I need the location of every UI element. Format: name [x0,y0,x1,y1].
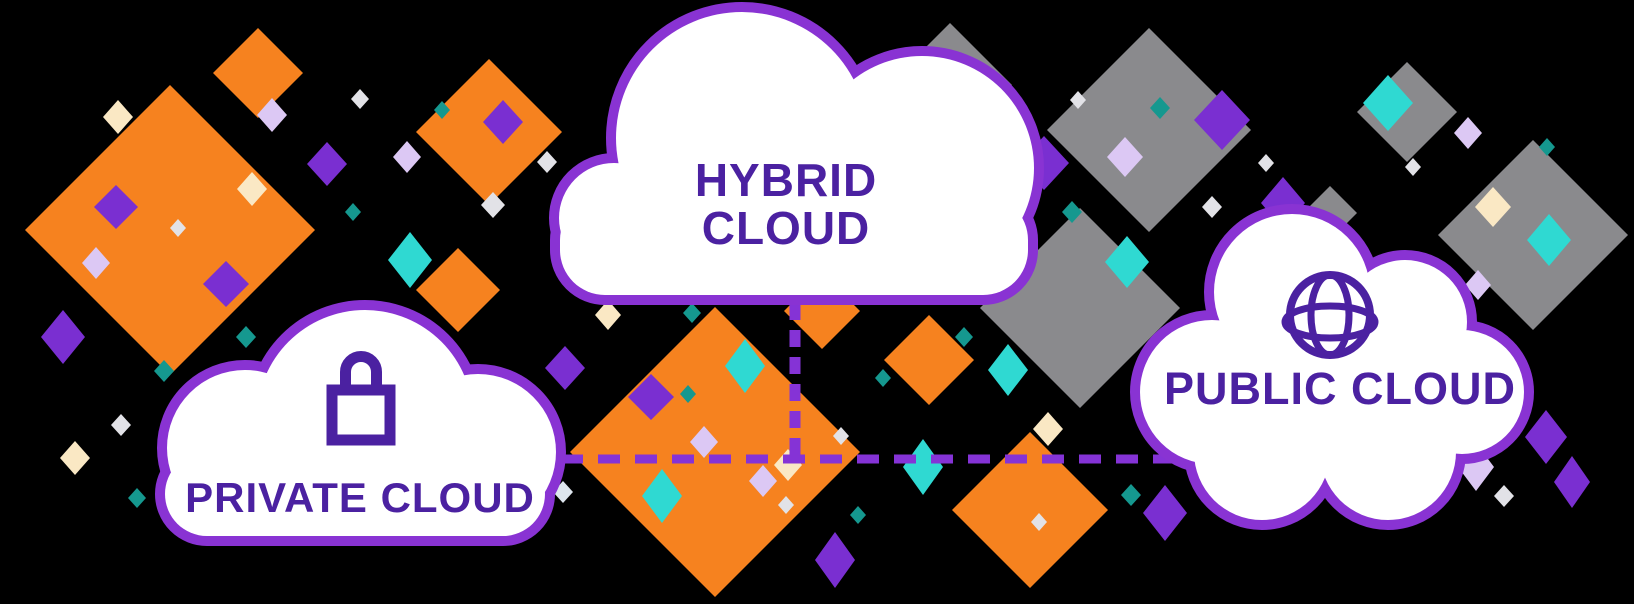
diamond-cream [595,300,621,330]
diamond-gray [1047,28,1251,232]
diamond-cream [237,172,267,206]
diamond-orange [570,307,860,597]
diamond-teal [955,327,973,347]
diamond-purple [1525,410,1567,464]
diamond-purple [94,185,138,229]
diamond-lavender [1454,117,1482,149]
diamond-turquoise [1527,214,1571,266]
diamond-purple [41,310,85,364]
diamond-teal [850,506,866,524]
diamond-cream [1033,412,1063,446]
private-cloud-label: PRIVATE CLOUD [185,474,535,521]
diamond-purple [483,100,523,144]
diamond-lightgray [170,219,186,237]
diamond-purple [628,374,674,420]
lock-icon [326,351,396,446]
diamond-turquoise [388,232,432,288]
diamond-lightgray [1031,513,1047,531]
diamond-orange [416,59,562,205]
diamond-purple [307,142,347,186]
diamond-turquoise [1363,75,1413,131]
diamond-purple [815,532,855,588]
globe-icon [1281,271,1379,359]
diamond-teal [1062,201,1082,223]
diamond-turquoise [1105,236,1149,288]
diamond-turquoise [725,339,765,393]
diamond-cream [1475,187,1511,227]
diamond-teal [875,369,891,387]
diamond-lavender [393,141,421,173]
diamond-teal [683,303,701,323]
diamond-orange [213,28,303,118]
diamond-turquoise [988,344,1028,396]
diamond-purple [1194,90,1250,150]
connector-lines [561,303,1192,464]
diamond-lightgray [481,192,505,218]
diamond-lavender [257,98,287,132]
diamond-teal [1150,97,1170,119]
background-diamonds [25,23,1628,597]
diamond-orange [952,432,1108,588]
diamond-teal [128,488,146,508]
diamond-purple [1143,485,1187,541]
public-cloud-label: PUBLIC CLOUD [1164,363,1516,414]
diamond-cream [60,441,90,475]
hybrid-cloud: HYBRID CLOUD [555,12,1034,300]
diamond-lightgray [537,151,557,173]
diamond-lightgray [1405,158,1421,176]
diamond-lavender [1465,270,1491,300]
diamond-turquoise [903,439,943,495]
diamond-lavender [1107,137,1143,177]
diamond-lightgray [1494,485,1514,507]
hybrid-cloud-label-line2: CLOUD [702,202,871,254]
diamond-teal [1121,484,1141,506]
diamond-lavender [690,426,718,458]
diamond-teal [345,203,361,221]
hybrid-cloud-label-line1: HYBRID [695,154,877,206]
diamond-teal [154,360,174,382]
diamond-lightgray [351,89,369,109]
diamond-purple [203,261,249,307]
diamond-lavender [82,247,110,279]
diamond-lightgray [1202,196,1222,218]
diamond-cream [103,100,133,134]
diamond-lavender [749,465,777,497]
diamond-lightgray [1258,154,1274,172]
diamond-lightgray [1070,91,1086,109]
private-cloud: PRIVATE CLOUD [165,310,556,536]
diamond-lightgray [111,414,131,436]
diamond-orange [25,85,315,375]
diamond-teal [680,385,696,403]
diamond-orange [416,248,500,332]
diamond-lightgray [778,496,794,514]
public-cloud: PUBLIC CLOUD [1140,206,1524,520]
diamond-purple [545,346,585,390]
diamond-teal [434,101,450,119]
diamond-teal [1539,138,1555,156]
diamond-teal [236,326,256,348]
diamond-turquoise [642,469,682,523]
diamond-lightgray [833,427,849,445]
diamond-purple [1554,456,1590,508]
diamond-orange [884,315,974,405]
